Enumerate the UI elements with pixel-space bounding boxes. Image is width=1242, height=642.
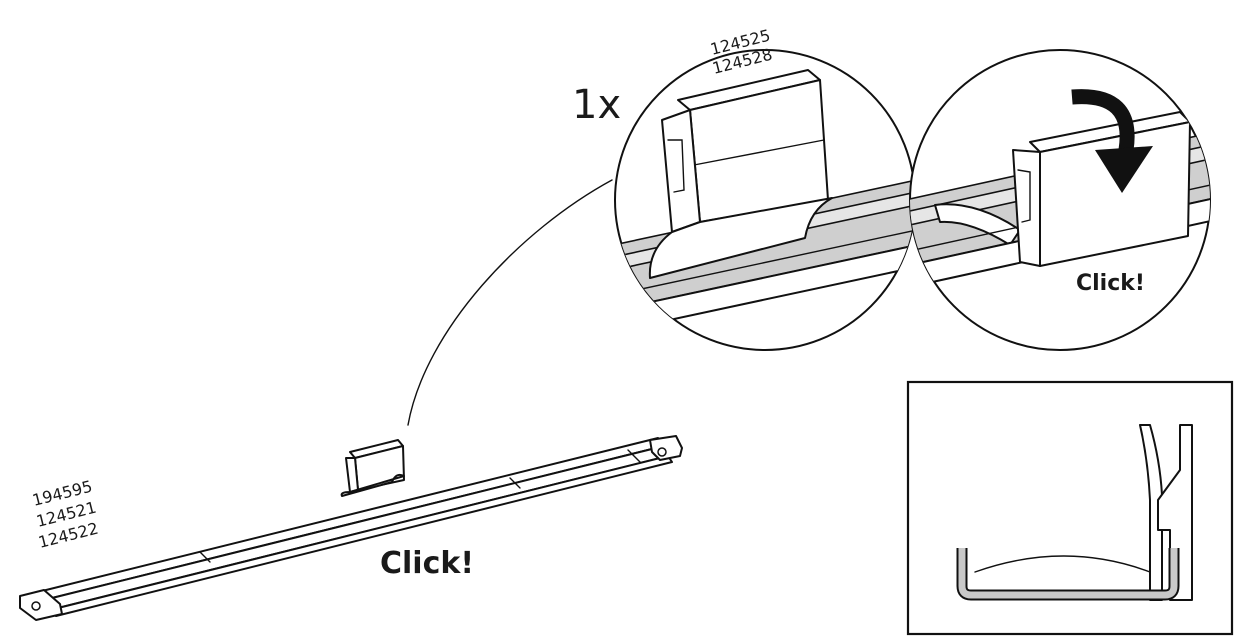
cross-section-inset [906, 380, 1234, 636]
clip-part-detail [648, 69, 833, 279]
callout-leader-line [407, 179, 613, 426]
detail-circle-left [614, 49, 916, 351]
detail-circle-right [909, 49, 1211, 351]
quantity-label: 1x [572, 82, 621, 128]
main-click-label: Click! [380, 546, 474, 581]
rail-main [19, 435, 683, 621]
rail-part-numbers: 194595 124521 124522 [30, 477, 100, 552]
detail-click-label: Click! [1076, 271, 1145, 296]
clip-part-small [340, 439, 405, 497]
curved-arrow-down-icon [1071, 89, 1153, 193]
